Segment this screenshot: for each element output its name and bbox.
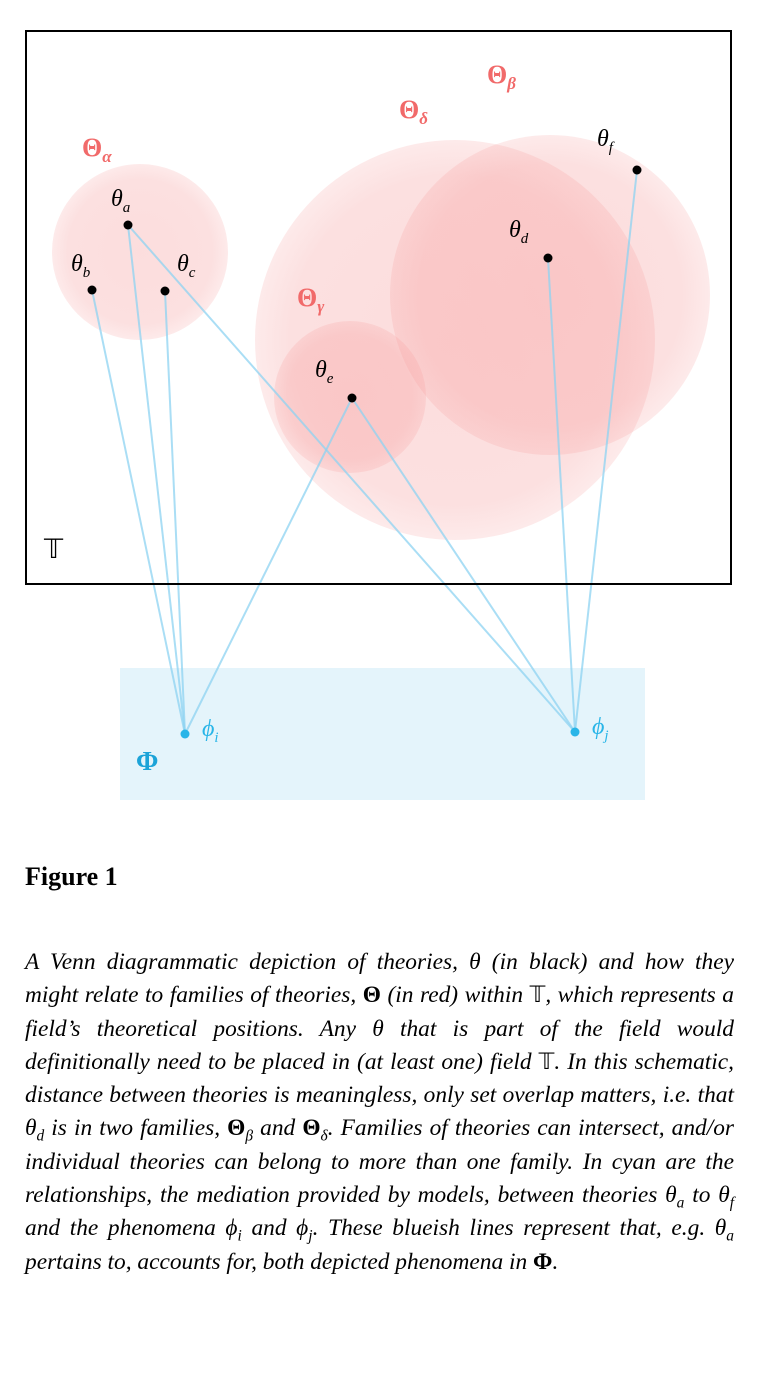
theory-space-label: 𝕋 xyxy=(44,534,64,565)
theory-symbol: θ xyxy=(111,186,123,212)
theory-symbol: θ xyxy=(71,251,83,277)
phenomenon-label-i: ϕi xyxy=(202,716,219,746)
phenomenon-symbol: ϕ xyxy=(202,716,215,742)
family-symbol: Θ xyxy=(82,133,103,162)
theory-dot-d xyxy=(543,253,553,263)
theory-subscript: b xyxy=(82,264,91,281)
family-circle-beta xyxy=(390,135,710,455)
theory-subscript: f xyxy=(608,139,613,156)
family-subscript: β xyxy=(507,74,516,94)
phenomenon-subscript: j xyxy=(604,727,609,744)
theory-dot-e xyxy=(347,393,357,403)
theory-label-d: θd xyxy=(509,217,529,247)
theory-subscript: c xyxy=(188,264,196,281)
theory-dot-a xyxy=(123,220,133,230)
family-label-beta: Θβ xyxy=(487,60,516,94)
phenomenon-label-j: ϕj xyxy=(592,714,609,744)
theory-label-f: θf xyxy=(597,126,613,156)
phenomena-set-label: Φ xyxy=(136,746,159,776)
theory-symbol: θ xyxy=(509,217,521,243)
family-label-alpha: Θα xyxy=(82,133,112,167)
figure-caption-text: A Venn diagrammatic depiction of theorie… xyxy=(25,949,735,1275)
theory-label-b: θb xyxy=(71,251,91,281)
theory-dot-f xyxy=(632,165,642,175)
theory-subscript: d xyxy=(520,230,529,247)
theory-label-c: θc xyxy=(177,251,196,281)
family-label-gamma: Θγ xyxy=(297,283,325,317)
figure-label: Figure 1 xyxy=(25,862,118,891)
family-symbol: Θ xyxy=(399,95,420,124)
family-symbol: Θ xyxy=(487,60,508,89)
phenomenon-subscript: i xyxy=(214,729,219,746)
family-subscript: γ xyxy=(317,297,325,317)
theory-symbol: θ xyxy=(315,357,327,383)
family-symbol: Θ xyxy=(297,283,318,312)
family-subscript: δ xyxy=(419,109,428,129)
theory-subscript: a xyxy=(122,199,131,216)
theory-dot-c xyxy=(160,286,170,296)
theory-label-e: θe xyxy=(315,357,334,387)
phenomenon-dot-i xyxy=(180,729,190,739)
theory-label-a: θa xyxy=(111,186,131,216)
family-label-delta: Θδ xyxy=(399,95,428,129)
theory-symbol: θ xyxy=(597,126,609,152)
phenomenon-dot-j xyxy=(570,727,580,737)
theory-symbol: θ xyxy=(177,251,189,277)
phenomena-box xyxy=(120,668,645,800)
theory-subscript: e xyxy=(326,370,334,387)
family-subscript: α xyxy=(102,147,112,167)
phenomenon-symbol: ϕ xyxy=(592,714,605,740)
theory-dot-b xyxy=(87,285,97,295)
